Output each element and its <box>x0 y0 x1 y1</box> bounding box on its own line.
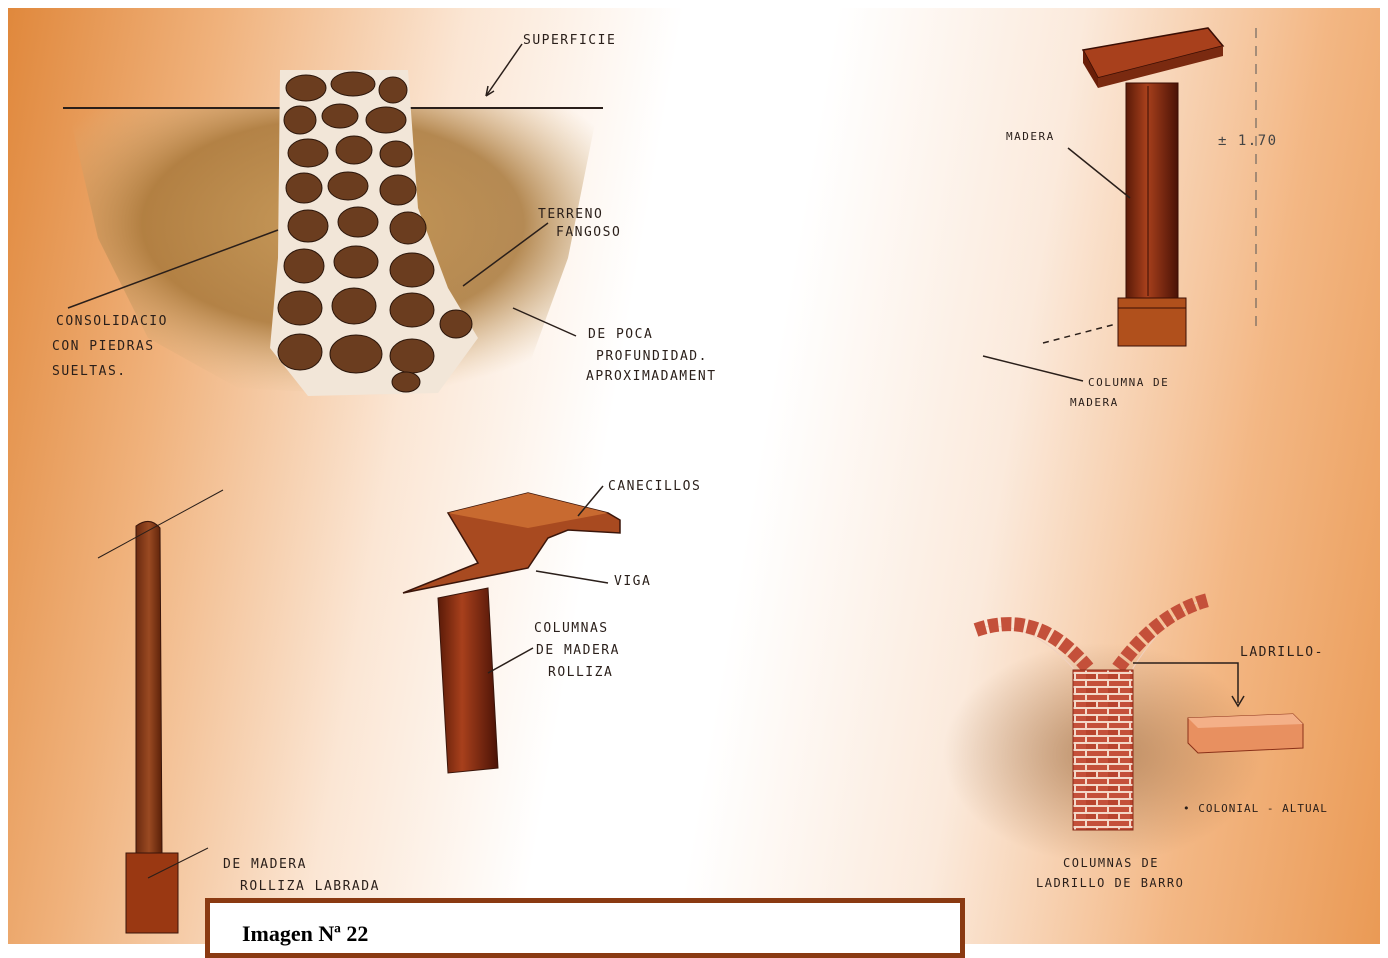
label-profundidad-2: PROFUNDIDAD. <box>596 348 708 366</box>
label-consolidacion-1: CONSOLIDACIO <box>56 313 168 331</box>
label-columnas-rolliza-3: ROLLIZA <box>548 664 613 682</box>
brick-column-figure <box>943 600 1303 863</box>
label-consolidacion-2: CON PIEDRAS <box>52 338 155 356</box>
image-caption: Imagen Nª 22 <box>242 921 368 947</box>
label-columna-madera-1: COLUMNA DE <box>1088 374 1169 392</box>
construction-drawing <box>8 8 1380 944</box>
label-colonial-actual: • COLONIAL - ALTUAL <box>1183 800 1328 818</box>
label-viga: VIGA <box>614 573 651 591</box>
label-consolidacion-3: SUELTAS. <box>52 363 127 381</box>
label-fangoso: FANGOSO <box>556 224 621 242</box>
label-profundidad-1: DE POCA <box>588 326 653 344</box>
illustration-sheet: SUPERFICIE TERRENO FANGOSO CONSOLIDACIO … <box>8 8 1380 944</box>
label-dimension: ± 1.70 <box>1218 132 1278 150</box>
round-post-figure <box>98 490 223 933</box>
wood-column-figure <box>983 28 1256 381</box>
label-labrada-1: DE MADERA <box>223 856 307 874</box>
label-columnas-rolliza-2: DE MADERA <box>536 642 620 660</box>
label-columnas-rolliza-1: COLUMNAS <box>534 620 609 638</box>
label-columnas-ladrillo-1: COLUMNAS DE <box>1063 854 1159 872</box>
label-superficie: SUPERFICIE <box>523 32 616 50</box>
label-columnas-ladrillo-2: LADRILLO DE BARRO <box>1036 874 1184 892</box>
label-labrada-2: ROLLIZA LABRADA <box>240 878 380 896</box>
label-terreno: TERRENO <box>538 206 603 224</box>
label-madera: MADERA <box>1006 128 1055 146</box>
label-ladrillo: LADRILLO- <box>1240 644 1324 662</box>
label-profundidad-3: APROXIMADAMENT <box>586 368 717 386</box>
label-canecillos: CANECILLOS <box>608 478 701 496</box>
caption-box: Imagen Nª 22 <box>205 898 965 958</box>
label-columna-madera-2: MADERA <box>1070 394 1119 412</box>
